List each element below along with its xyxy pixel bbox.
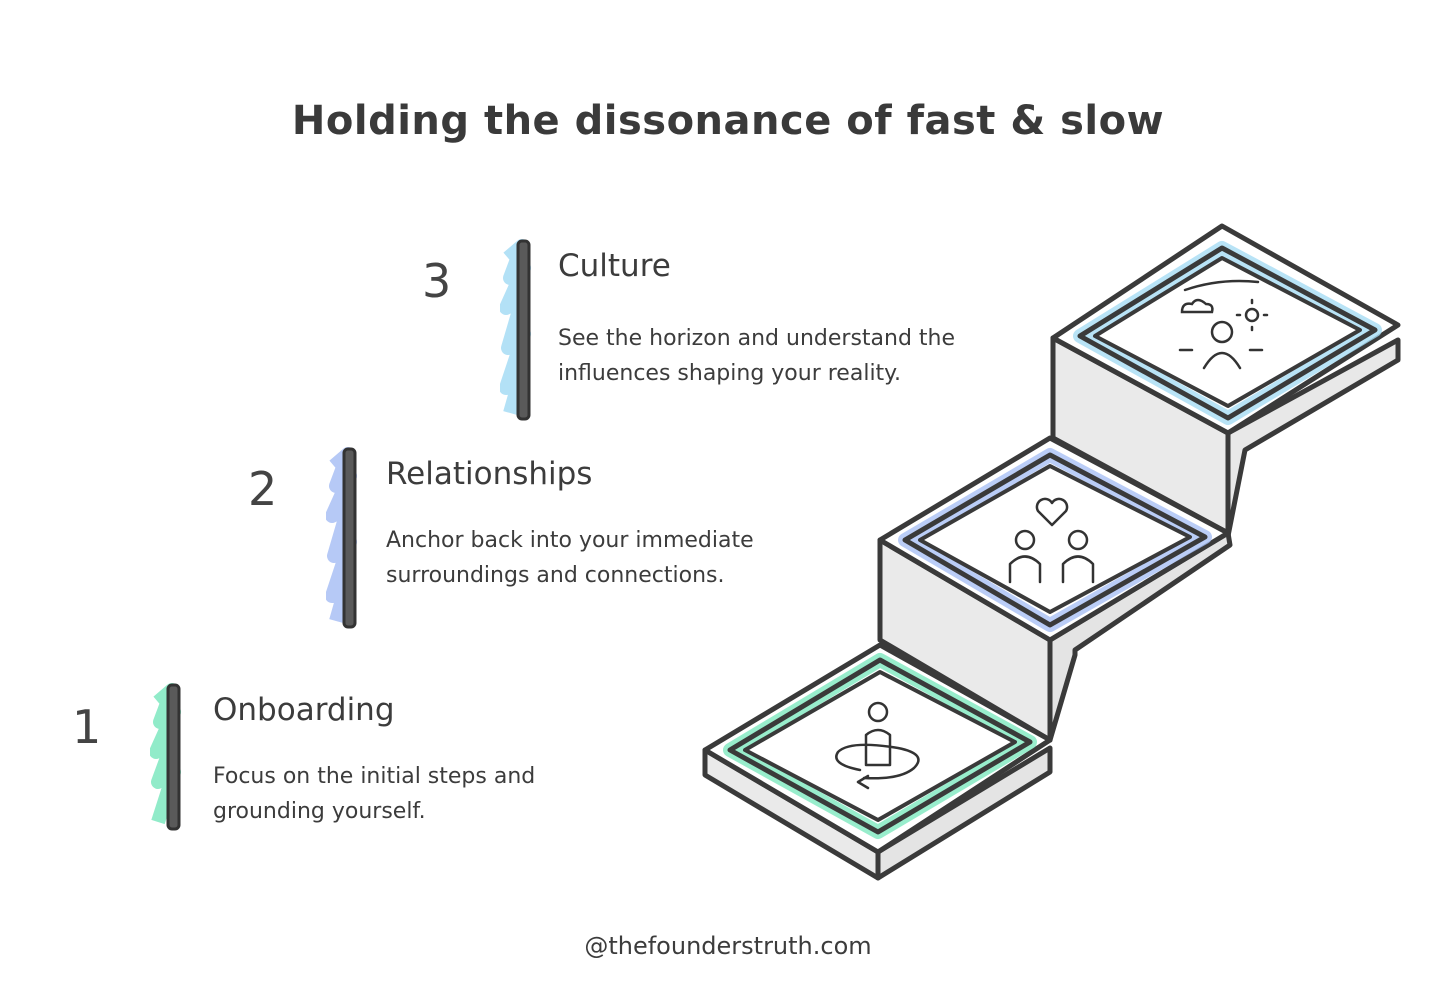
step-bar <box>326 446 366 631</box>
step-number: 3 <box>422 254 451 308</box>
step-bar <box>500 238 540 423</box>
step-heading: Culture <box>558 248 671 284</box>
step-bar-graphic <box>326 446 366 631</box>
footer-handle: @thefounderstruth.com <box>0 932 1456 960</box>
step-heading: Relationships <box>386 456 592 492</box>
diagram-title: Holding the dissonance of fast & slow <box>0 98 1456 144</box>
step-bar <box>150 682 190 832</box>
step-number: 1 <box>72 700 101 754</box>
staircase-illustration <box>690 210 1420 904</box>
staircase-graphic <box>690 210 1420 900</box>
step-heading: Onboarding <box>213 692 395 728</box>
step-number: 2 <box>248 462 277 516</box>
step-description: Focus on the initial steps and grounding… <box>213 759 653 829</box>
step-bar-graphic <box>500 238 540 423</box>
step-bar-graphic <box>150 682 190 832</box>
